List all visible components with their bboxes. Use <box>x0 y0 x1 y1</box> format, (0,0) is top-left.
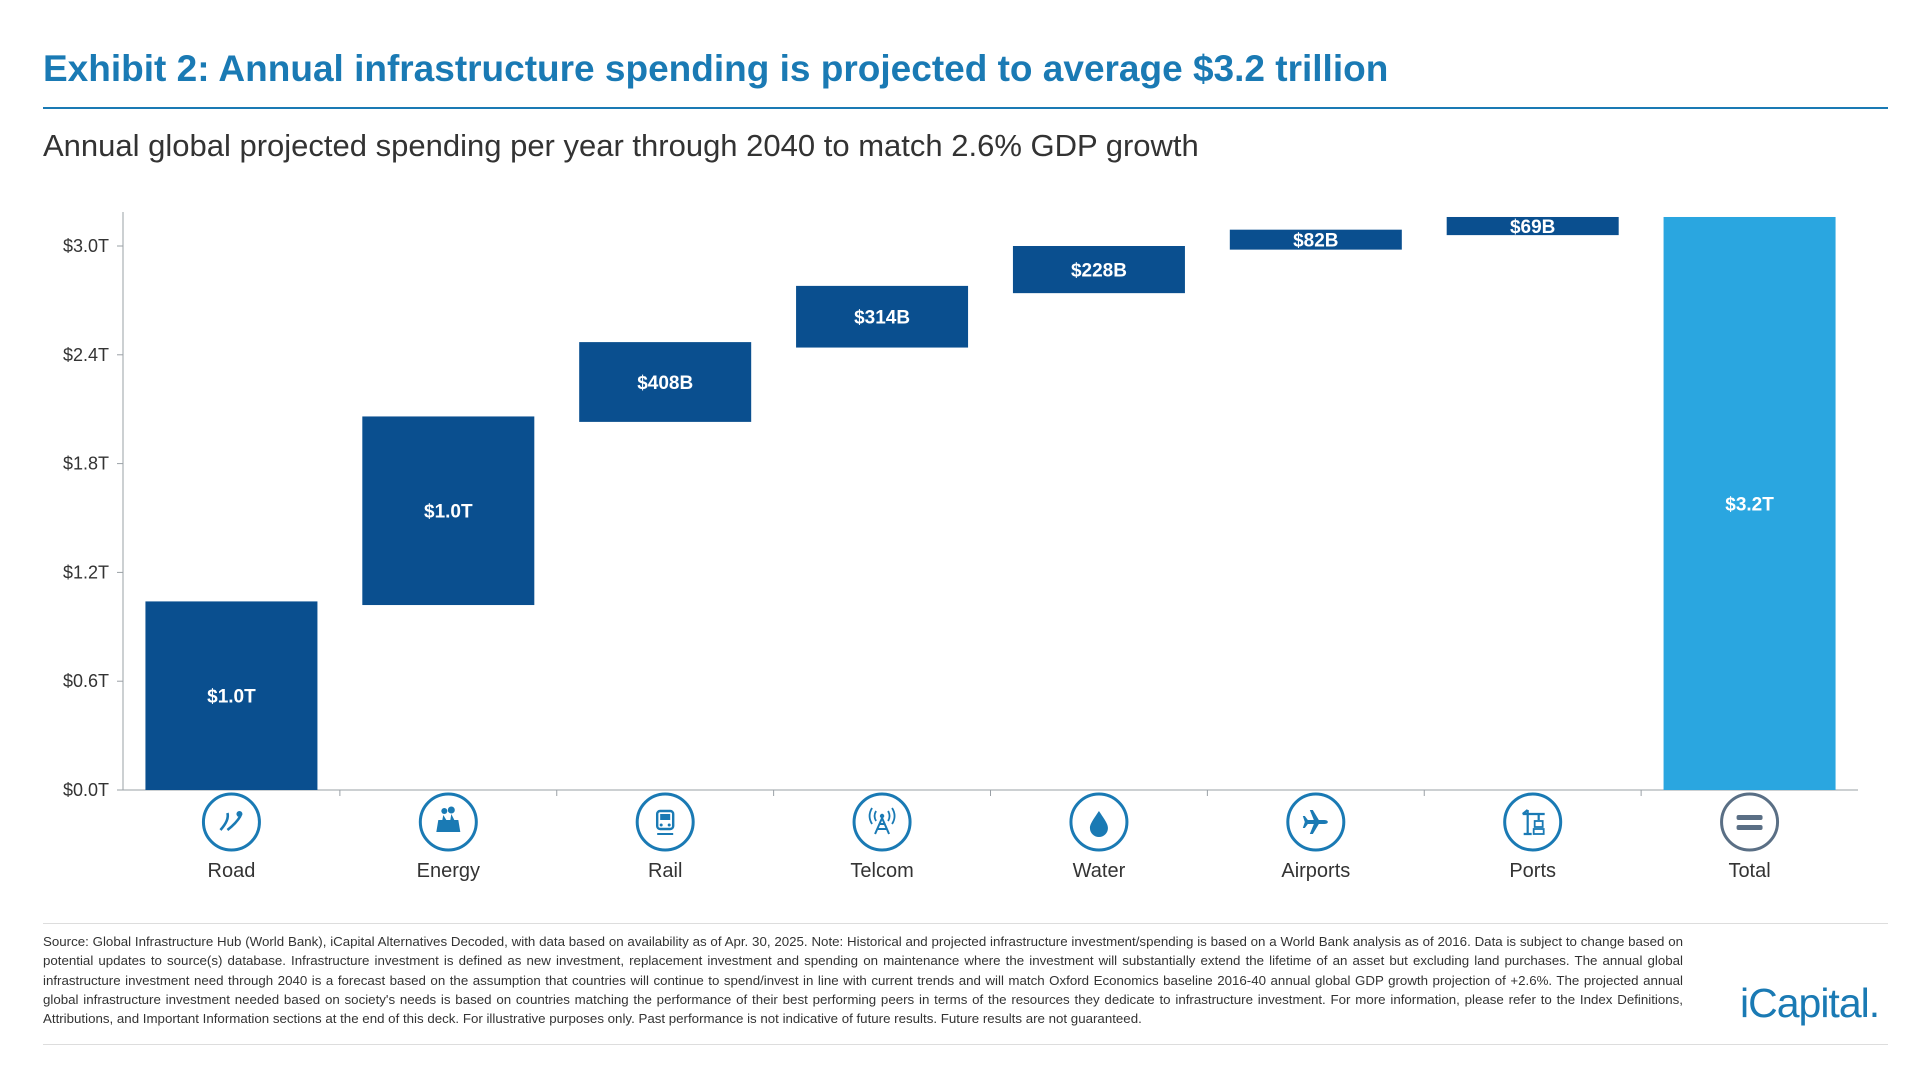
source-note: Source: Global Infrastructure Hub (World… <box>43 934 1683 1027</box>
category-label: Road <box>208 860 256 882</box>
bar-ports <box>1446 216 1619 236</box>
bar-value-label: $69B <box>1510 217 1555 238</box>
train-icon <box>635 792 695 852</box>
y-tick-label: $1.8T <box>63 454 109 474</box>
antenna-tower-icon <box>852 792 912 852</box>
footer-divider-top <box>43 923 1888 924</box>
bar-water <box>1012 246 1185 294</box>
chart-subtitle: Annual global projected spending per yea… <box>43 128 1199 163</box>
y-tick-label: $3.0T <box>63 236 109 256</box>
y-tick-label: $0.0T <box>63 780 109 800</box>
bar-total <box>1663 216 1836 790</box>
category-label: Airports <box>1281 860 1350 882</box>
bar-road <box>145 601 318 790</box>
icapital-logo: iCapital. <box>1740 980 1880 1026</box>
bar-airports <box>1229 229 1402 250</box>
y-axis: $0.0T $0.6T $1.2T $1.8T $2.4T $3.0T <box>63 212 1858 800</box>
page-title: Exhibit 2: Annual infrastructure spendin… <box>43 48 1389 89</box>
energy-plant-icon <box>418 792 478 852</box>
bar-energy <box>362 416 535 606</box>
road-icon <box>201 792 261 852</box>
category-label: Rail <box>648 860 682 882</box>
footer-divider-bottom <box>43 1044 1888 1045</box>
bar-rail <box>579 342 752 422</box>
bar-value-label: $1.0T <box>424 502 473 523</box>
y-tick-label: $2.4T <box>63 345 109 365</box>
category-label: Telcom <box>850 860 913 882</box>
y-tick-label: $1.2T <box>63 562 109 582</box>
port-crane-icon <box>1503 792 1563 852</box>
category-label: Total <box>1728 860 1770 882</box>
waterfall-chart: $0.0T$0.6T$1.2T$1.8T$2.4T$3.0T $1.0T$1.0… <box>63 212 1858 882</box>
y-tick-label: $0.6T <box>63 671 109 691</box>
water-drop-icon <box>1069 792 1129 852</box>
bar-value-label: $1.0T <box>207 687 256 708</box>
bar-value-label: $408B <box>637 373 693 394</box>
bar-value-label: $3.2T <box>1725 494 1774 515</box>
chart-bars: $1.0T $1.0T $408B $314B $228B $82B $69B $3.2T <box>145 216 1836 790</box>
category-label: Water <box>1073 860 1126 882</box>
bar-telcom <box>796 285 969 348</box>
airplane-icon <box>1286 792 1346 852</box>
category-label: Energy <box>417 860 480 882</box>
category-label: Ports <box>1509 860 1556 882</box>
bar-value-label: $82B <box>1293 231 1338 252</box>
equals-icon <box>1720 792 1780 852</box>
title-divider <box>43 107 1888 109</box>
bar-value-label: $228B <box>1071 261 1127 282</box>
category-axis: Road Energy Rail Telcom Water Airports Ports To… <box>201 790 1780 882</box>
bar-value-label: $314B <box>854 308 910 329</box>
